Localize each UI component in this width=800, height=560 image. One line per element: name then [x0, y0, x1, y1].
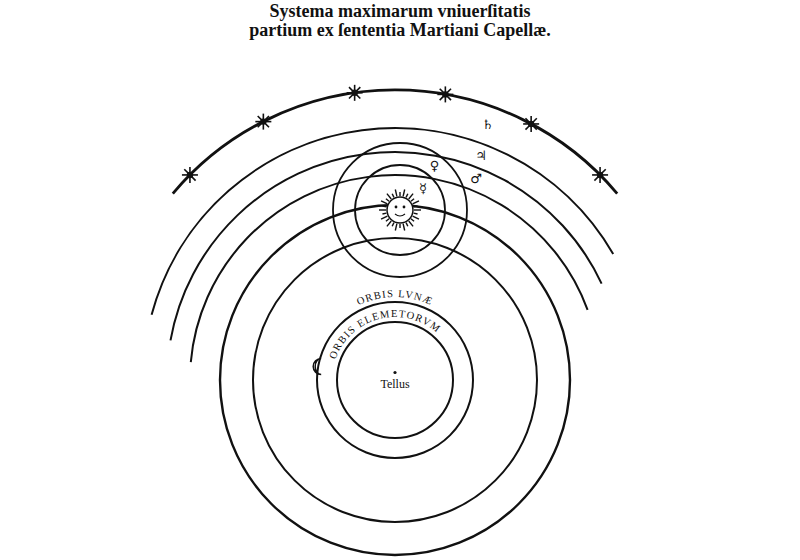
sun-symbol: [379, 190, 421, 231]
sun-ray: [399, 192, 400, 196]
mercury-orbit: [355, 165, 445, 255]
sun-ray: [399, 224, 400, 228]
sun-ray: [382, 205, 386, 207]
planet-symbol: ♄: [481, 118, 495, 132]
sun-ray: [392, 223, 394, 227]
star-core: [442, 91, 448, 97]
sun-ray: [413, 216, 419, 219]
sun-ray: [395, 190, 397, 197]
sun-ray: [395, 224, 397, 231]
star-symbol: [347, 85, 363, 101]
orbit-name-path: ORBIS ELEMETORVM: [327, 308, 443, 360]
sun-ray: [411, 219, 414, 221]
orbit-circle: [253, 238, 537, 522]
sun-ray: [381, 201, 387, 204]
planet-symbol: ☿: [418, 182, 428, 196]
earth-name: Tellus: [380, 377, 409, 392]
star-symbol: [255, 114, 271, 130]
sun-ray: [379, 209, 386, 210]
sun-ray: [411, 199, 414, 201]
sun-ray: [381, 216, 387, 219]
star-core: [597, 172, 603, 178]
star-core: [528, 121, 534, 127]
sun-ray: [414, 209, 421, 210]
star-core: [260, 118, 266, 124]
sun-ray: [392, 194, 394, 198]
star-symbol: [592, 167, 608, 183]
orbit-circle: [337, 322, 453, 438]
sun-ray: [403, 224, 405, 231]
planet-symbol: ♀: [429, 159, 441, 173]
fixed-stars-arc: [173, 90, 617, 194]
star-symbol: [523, 116, 539, 132]
sun-eye: [395, 206, 398, 209]
orbit-circle: [317, 302, 473, 458]
orbit-name-path: ORBIS LVNÆ: [355, 288, 435, 307]
sun-disc: [387, 197, 413, 223]
star-symbol: [182, 167, 198, 183]
orbit-node: ORBIS ELEMETORVMTellus: [333, 318, 457, 442]
title-band: Systema maximarum vniuerſitatis partium …: [0, 2, 800, 41]
sun-ray: [387, 221, 391, 226]
sun-ray: [386, 199, 389, 201]
sun-ray: [414, 205, 418, 207]
sun-ray: [409, 221, 413, 226]
orbit-arc: [152, 128, 614, 315]
planet-symbol: ♂: [469, 172, 483, 186]
sun-ray: [406, 194, 408, 198]
star-core: [187, 172, 193, 178]
sun-ray: [413, 201, 419, 204]
sun-ray: [406, 223, 408, 227]
sun-ray: [387, 194, 391, 199]
earth-dot: [393, 371, 396, 374]
star-symbol: [437, 86, 453, 102]
sun-ray: [382, 212, 386, 214]
venus-orbit: [333, 143, 467, 277]
orbit-name: ORBIS ELEMETORVM: [327, 308, 443, 360]
orbit-node: ORBIS LVNÆORBIS ELEMETORVMTellus: [295, 280, 495, 480]
sun-ray: [386, 219, 389, 221]
title-text: Systema maximarum vniuerſitatis partium …: [245, 2, 555, 41]
sun-ray: [403, 190, 405, 197]
orbit-name: ORBIS LVNÆ: [355, 288, 435, 307]
sun-mouth: [395, 214, 405, 216]
text-path: [312, 297, 478, 380]
star-core: [351, 90, 357, 96]
sun-ray: [414, 212, 418, 214]
sun-eye: [403, 206, 406, 209]
planet-symbol: ♃: [474, 149, 488, 163]
orbit-circle: [220, 205, 570, 555]
sun-ray: [409, 194, 413, 199]
